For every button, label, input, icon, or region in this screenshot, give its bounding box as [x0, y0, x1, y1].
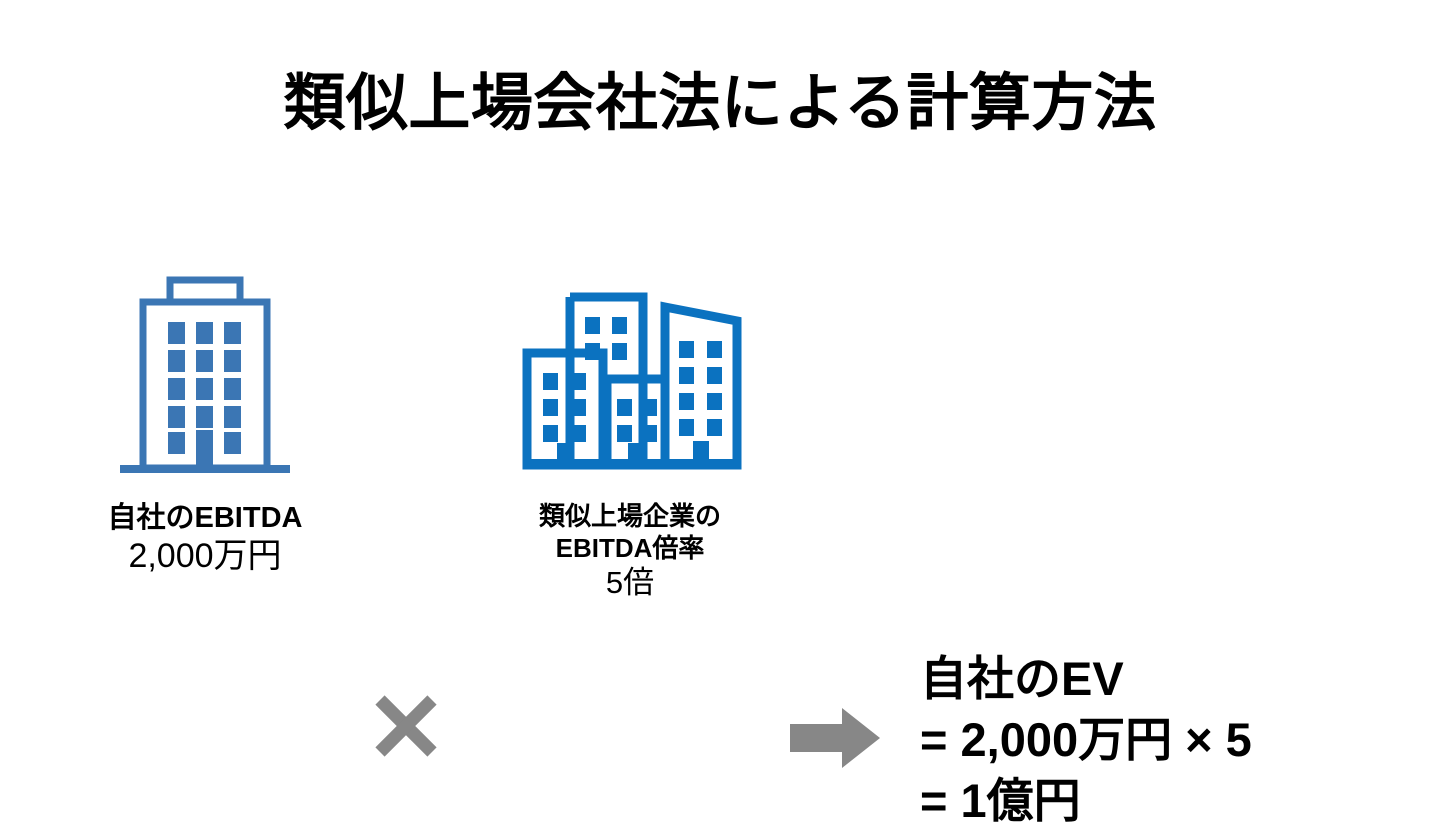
result-line-1: 自社のEV: [920, 652, 1124, 705]
right-arrow-icon: [790, 708, 880, 768]
own-building-icon-wrap: [50, 270, 360, 485]
own-company-caption: 自社のEBITDA 2,000万円: [50, 501, 360, 578]
peer-buildings-icon-wrap: [480, 270, 780, 485]
office-building-icon: [120, 276, 290, 473]
door-middle: [628, 443, 644, 465]
peer-companies-label-line2: EBITDA倍率: [555, 532, 705, 563]
slide-canvas: 類似上場会社法による計算方法: [0, 69, 1440, 828]
own-company-label: 自社のEBITDA: [107, 502, 303, 534]
peer-companies-label-line1: 類似上場企業の: [538, 501, 721, 531]
door: [196, 430, 213, 468]
calculation-diagram: 自社のEBITDA 2,000万円: [0, 270, 1440, 827]
window-grid-back: [585, 317, 627, 360]
door-right: [693, 441, 709, 465]
peer-companies-block: 類似上場企業の EBITDA倍率 5倍: [480, 270, 780, 602]
arrow-operator: [790, 707, 880, 769]
page-title: 類似上場会社法による計算方法: [283, 69, 1157, 138]
multiply-operator: [370, 690, 442, 762]
city-buildings-icon: [522, 292, 742, 470]
door-left: [557, 443, 573, 465]
own-company-block: 自社のEBITDA 2,000万円: [50, 270, 360, 578]
peer-companies-caption: 類似上場企業の EBITDA倍率 5倍: [480, 501, 780, 602]
own-company-value: 2,000万円: [128, 537, 282, 576]
window-grid-right: [679, 341, 722, 436]
ground-line: [120, 465, 290, 473]
result-line-3: = 1億円: [920, 774, 1081, 828]
window-grid-middle: [617, 399, 657, 442]
result-line-2: = 2,000万円 × 5: [920, 713, 1252, 767]
window-grid: [168, 322, 241, 454]
peer-companies-value: 5倍: [605, 565, 655, 601]
window-grid-left: [543, 373, 586, 442]
result-block: 自社のEV = 2,000万円 × 5 = 1億円: [920, 648, 1420, 831]
multiply-icon: [375, 695, 437, 757]
